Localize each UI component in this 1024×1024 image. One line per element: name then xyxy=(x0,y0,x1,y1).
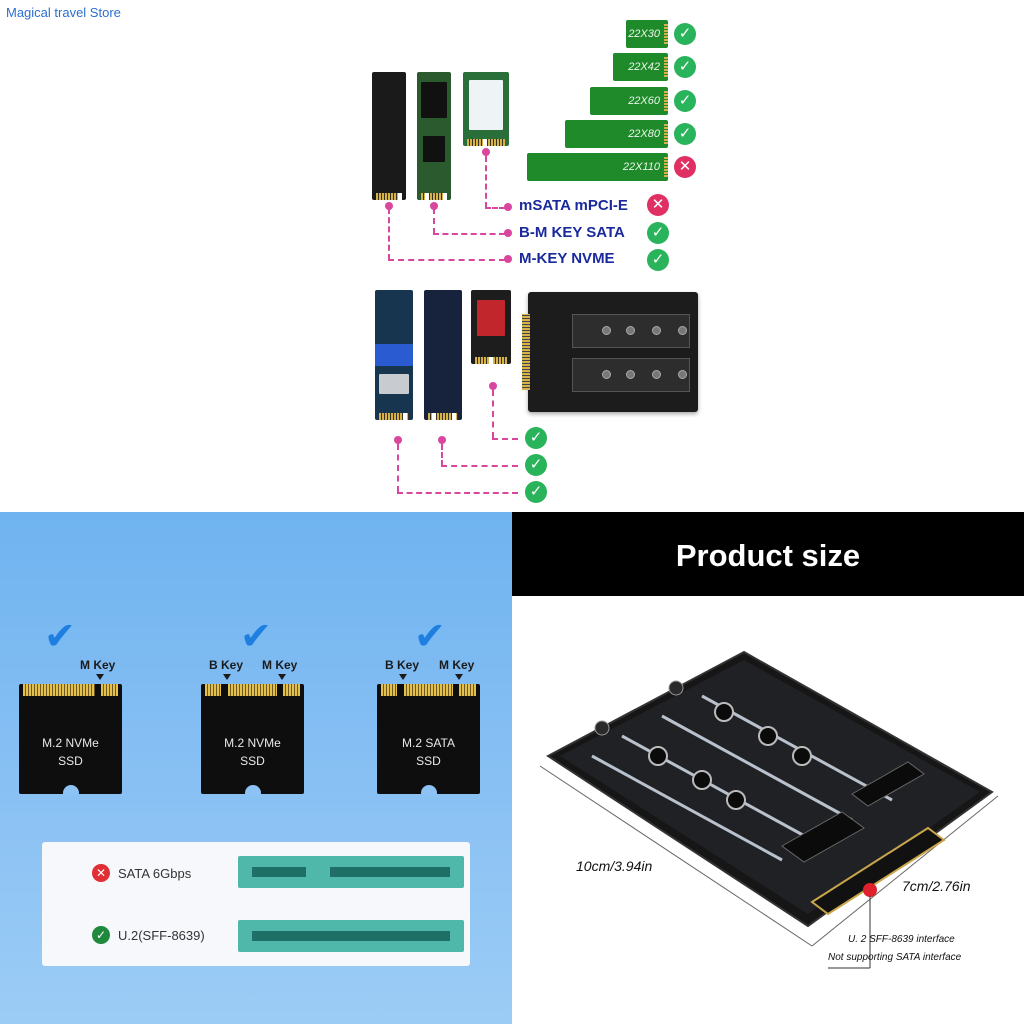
ssd-sata-dark xyxy=(424,290,462,420)
ssd-nvme-blue xyxy=(375,290,413,420)
u2-connector-image xyxy=(238,920,464,952)
cross-icon: ✕ xyxy=(674,156,696,178)
check-icon: ✓ xyxy=(674,90,696,112)
cross-icon: ✕ xyxy=(92,864,110,882)
adapter-board-image xyxy=(539,650,999,969)
product-size-title: Product size xyxy=(512,512,1024,596)
cross-icon: ✕ xyxy=(647,194,669,216)
ssd-heatsink-red xyxy=(471,290,511,364)
key-label-m: M Key xyxy=(439,658,475,672)
ssd-b-m-key-sata xyxy=(417,72,451,200)
type-label-msata: mSATA mPCI-E xyxy=(519,197,628,214)
check-icon: ✓ xyxy=(647,249,669,271)
checkmark-icon: ✔ xyxy=(414,616,446,658)
type-label-nvme: M-KEY NVME xyxy=(519,250,615,267)
check-icon: ✓ xyxy=(92,926,110,944)
product-size-panel: Product size 10cm/3.94in 7cm/2.76in U. 2 xyxy=(512,512,1024,1024)
interface-sata-label: SATA 6Gbps xyxy=(118,866,192,881)
key-label-m: M Key xyxy=(80,658,116,672)
width-dimension: 7cm/2.76in xyxy=(902,878,971,894)
compatibility-panel: Magical travel Store 22X30 22X42 22X60 2… xyxy=(6,5,698,503)
key-label-b: B Key xyxy=(209,658,244,672)
check-icon: ✓ xyxy=(674,23,696,45)
check-icon: ✓ xyxy=(647,222,669,244)
checkmark-icon: ✔ xyxy=(240,616,272,658)
check-icon: ✓ xyxy=(525,427,547,449)
size-bar-22x60: 22X60 xyxy=(590,87,668,115)
key-label-m: M Key xyxy=(262,658,298,672)
size-bar-22x42: 22X42 xyxy=(613,53,668,81)
size-bar-22x30: 22X30 xyxy=(626,20,668,48)
adapter-card-image xyxy=(522,292,698,412)
sata-connector-image xyxy=(238,856,464,888)
check-icon: ✓ xyxy=(525,454,547,476)
check-icon: ✓ xyxy=(674,123,696,145)
interface-compatibility-box: ✕ SATA 6Gbps ✓ U.2(SFF-8639) xyxy=(42,842,470,966)
interface-note-line1: U. 2 SFF-8639 interface xyxy=(848,934,955,945)
check-icon: ✓ xyxy=(674,56,696,78)
check-icon: ✓ xyxy=(525,481,547,503)
type-label-sata: B-M KEY SATA xyxy=(519,224,625,241)
interface-u2-label: U.2(SFF-8639) xyxy=(118,928,205,943)
key-label-b: B Key xyxy=(385,658,420,672)
interface-note-line2: Not supporting SATA interface xyxy=(828,952,962,963)
length-dimension: 10cm/3.94in xyxy=(576,858,653,874)
store-name: Magical travel Store xyxy=(6,5,121,20)
checkmark-icon: ✔ xyxy=(44,616,76,658)
size-bar-22x110: 22X110 xyxy=(527,153,668,181)
ssd-msata xyxy=(463,72,509,146)
ssd-m-key-nvme xyxy=(372,72,406,200)
size-bar-22x80: 22X80 xyxy=(565,120,668,148)
